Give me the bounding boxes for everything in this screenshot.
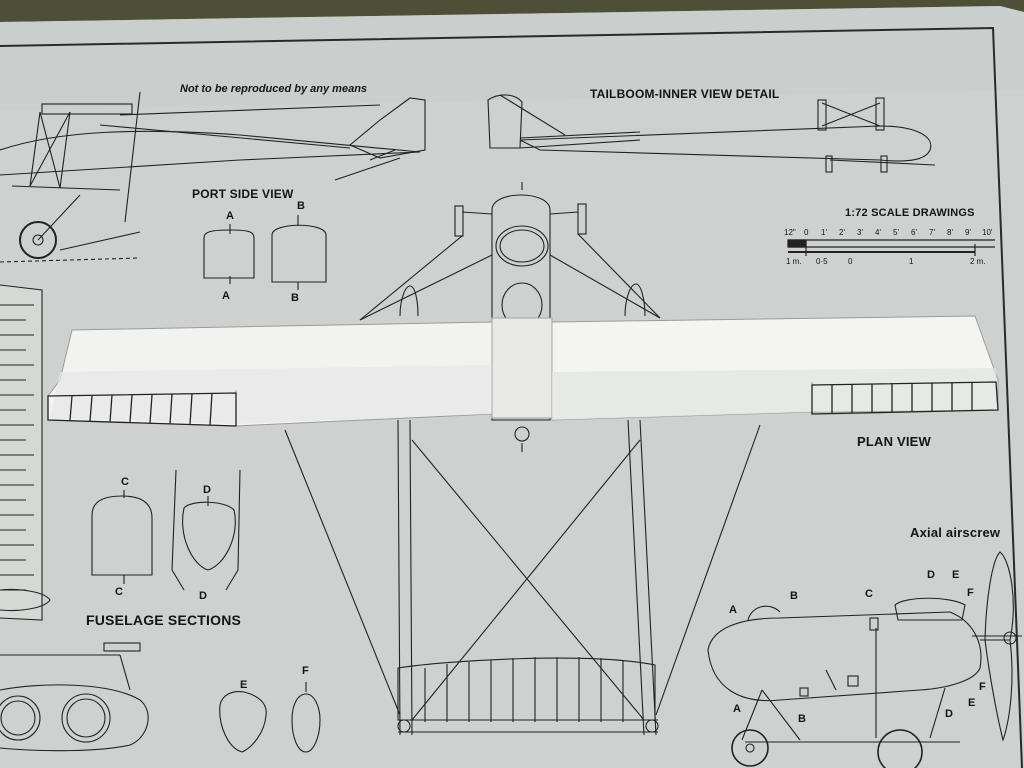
scale-metric-ticks: 1 m. 0·5 0 1 2 m. bbox=[786, 258, 996, 268]
scale-tick: 4' bbox=[875, 228, 881, 237]
section-label-c: C bbox=[115, 586, 123, 598]
scale-tick: 7' bbox=[929, 228, 935, 237]
side-label-a: A bbox=[733, 703, 741, 715]
scale-tick: 1' bbox=[821, 228, 827, 237]
plan-view-drawing bbox=[284, 182, 761, 736]
scale-tick: 8' bbox=[947, 228, 953, 237]
section-label-f: F bbox=[302, 665, 309, 677]
scale-tick: 2 m. bbox=[970, 257, 986, 266]
port-side-view-drawing bbox=[0, 91, 426, 263]
side-label-b: B bbox=[790, 590, 798, 602]
tailboom-heading: TAILBOOM-INNER VIEW DETAIL bbox=[590, 87, 780, 101]
scale-heading: 1:72 SCALE DRAWINGS bbox=[845, 207, 975, 219]
scale-tick: 3' bbox=[857, 228, 863, 237]
notice-text: Not to be reproduced by any means bbox=[180, 83, 368, 95]
side-label-b: B bbox=[798, 713, 806, 725]
scale-tick: 0 bbox=[848, 257, 853, 266]
section-label-a: A bbox=[222, 290, 230, 302]
section-label-d: D bbox=[203, 484, 211, 496]
engine-front-drawing bbox=[0, 588, 149, 752]
section-label-e: E bbox=[240, 679, 248, 691]
sheet-border bbox=[0, 26, 1023, 768]
wing-rib-lines bbox=[47, 381, 999, 427]
port-side-view-heading: PORT SIDE VIEW bbox=[192, 187, 294, 201]
scale-tick: 6' bbox=[911, 228, 917, 237]
scale-tick: 1 bbox=[909, 257, 914, 266]
plan-view-heading: PLAN VIEW bbox=[857, 434, 932, 449]
scale-tick: 5' bbox=[893, 228, 899, 237]
side-label-f: F bbox=[967, 587, 974, 599]
fuselage-sections-drawing bbox=[91, 469, 321, 753]
white-wing-piece bbox=[47, 315, 999, 427]
scale-imperial-ticks: 12" 0 1' 2' 3' 4' 5' 6' 7' 8' 9' 10' bbox=[784, 229, 994, 239]
scale-tick: 1 m. bbox=[786, 257, 802, 266]
section-label-b: B bbox=[297, 200, 305, 212]
fuselage-sections-heading: FUSELAGE SECTIONS bbox=[86, 612, 242, 628]
side-label-e: E bbox=[968, 697, 976, 709]
axial-airscrew-heading: Axial airscrew bbox=[910, 525, 1001, 540]
scale-tick: 2' bbox=[839, 228, 845, 237]
side-label-a: A bbox=[729, 604, 737, 616]
scale-tick: 0·5 bbox=[816, 257, 828, 266]
line-drawings bbox=[0, 91, 1022, 768]
scale-bar-drawing bbox=[787, 239, 995, 256]
tailboom-drawing bbox=[487, 94, 936, 173]
port-side-sections-drawing bbox=[203, 215, 327, 290]
section-label-a: A bbox=[226, 210, 234, 222]
scale-tick: 9' bbox=[965, 228, 971, 237]
side-label-d: D bbox=[927, 569, 935, 581]
scale-tick: 0 bbox=[804, 228, 809, 237]
scale-tick: 12" bbox=[784, 228, 796, 237]
left-ruler-drawing bbox=[0, 284, 43, 621]
side-label-f: F bbox=[979, 681, 986, 693]
side-label-e: E bbox=[952, 569, 960, 581]
side-label-c: C bbox=[865, 588, 873, 600]
section-label-b: B bbox=[291, 292, 299, 304]
section-label-d: D bbox=[199, 590, 207, 602]
scale-tick: 10' bbox=[982, 228, 993, 237]
side-label-d: D bbox=[945, 708, 953, 720]
section-label-c: C bbox=[121, 476, 129, 488]
side-view-fuselage-drawing bbox=[707, 551, 1022, 768]
